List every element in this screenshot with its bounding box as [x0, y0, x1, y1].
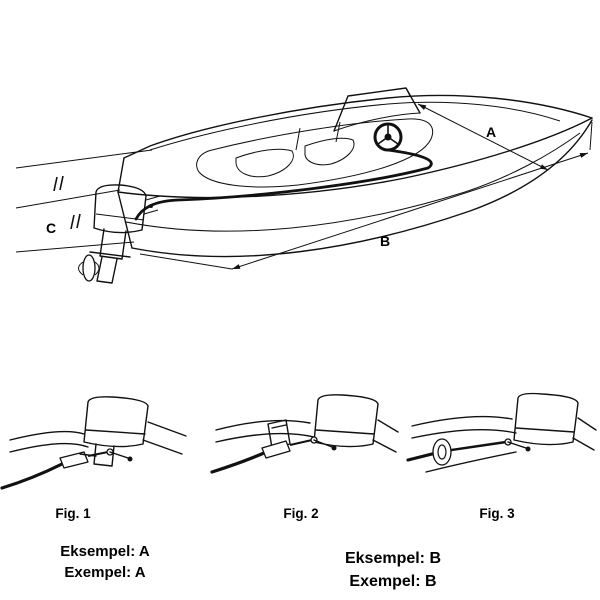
- fig3-label: Fig. 3: [479, 506, 515, 521]
- boat-diagram: A B C: [15, 87, 593, 284]
- fig2-motor: [313, 394, 379, 448]
- fig3-hull: [411, 415, 597, 473]
- dimension-a: A: [417, 103, 549, 171]
- example-a: Eksempel: A Exempel: A: [25, 541, 185, 583]
- fig2-label: Fig. 2: [283, 506, 319, 521]
- boat-cockpit: [196, 118, 434, 188]
- fig2-diagram: [210, 394, 399, 474]
- example-a-line2: Exempel: A: [64, 564, 146, 581]
- dimension-b: B: [139, 121, 593, 270]
- steering-wheel: [373, 122, 403, 152]
- fig2-hull: [215, 419, 399, 453]
- dimension-label-c: C: [46, 220, 56, 236]
- example-b-line1: Eksempel: B: [344, 550, 442, 567]
- fig1-diagram: [0, 396, 187, 490]
- fig3-diagram: [406, 392, 597, 473]
- fig1-hull: [9, 421, 187, 455]
- dimension-label-b: B: [380, 233, 390, 249]
- outboard-motor: [78, 184, 161, 284]
- fig2-cable-connection: [210, 436, 337, 474]
- dimension-label-a: A: [486, 124, 496, 140]
- example-b-line2: Exempel: B: [349, 573, 437, 590]
- example-b: Eksempel: B Exempel: B: [298, 547, 488, 593]
- dimension-c: C: [15, 149, 153, 253]
- propeller: [78, 254, 100, 282]
- fig3-motor: [513, 392, 579, 446]
- windshield: [333, 87, 421, 132]
- example-a-line1: Eksempel: A: [60, 543, 150, 560]
- fig3-through-transom-fitting: [406, 438, 531, 466]
- boat-hull: [117, 94, 593, 258]
- fig1-cable-connection: [0, 448, 133, 490]
- fig1-label: Fig. 1: [55, 506, 91, 521]
- steering-cable: [134, 148, 433, 221]
